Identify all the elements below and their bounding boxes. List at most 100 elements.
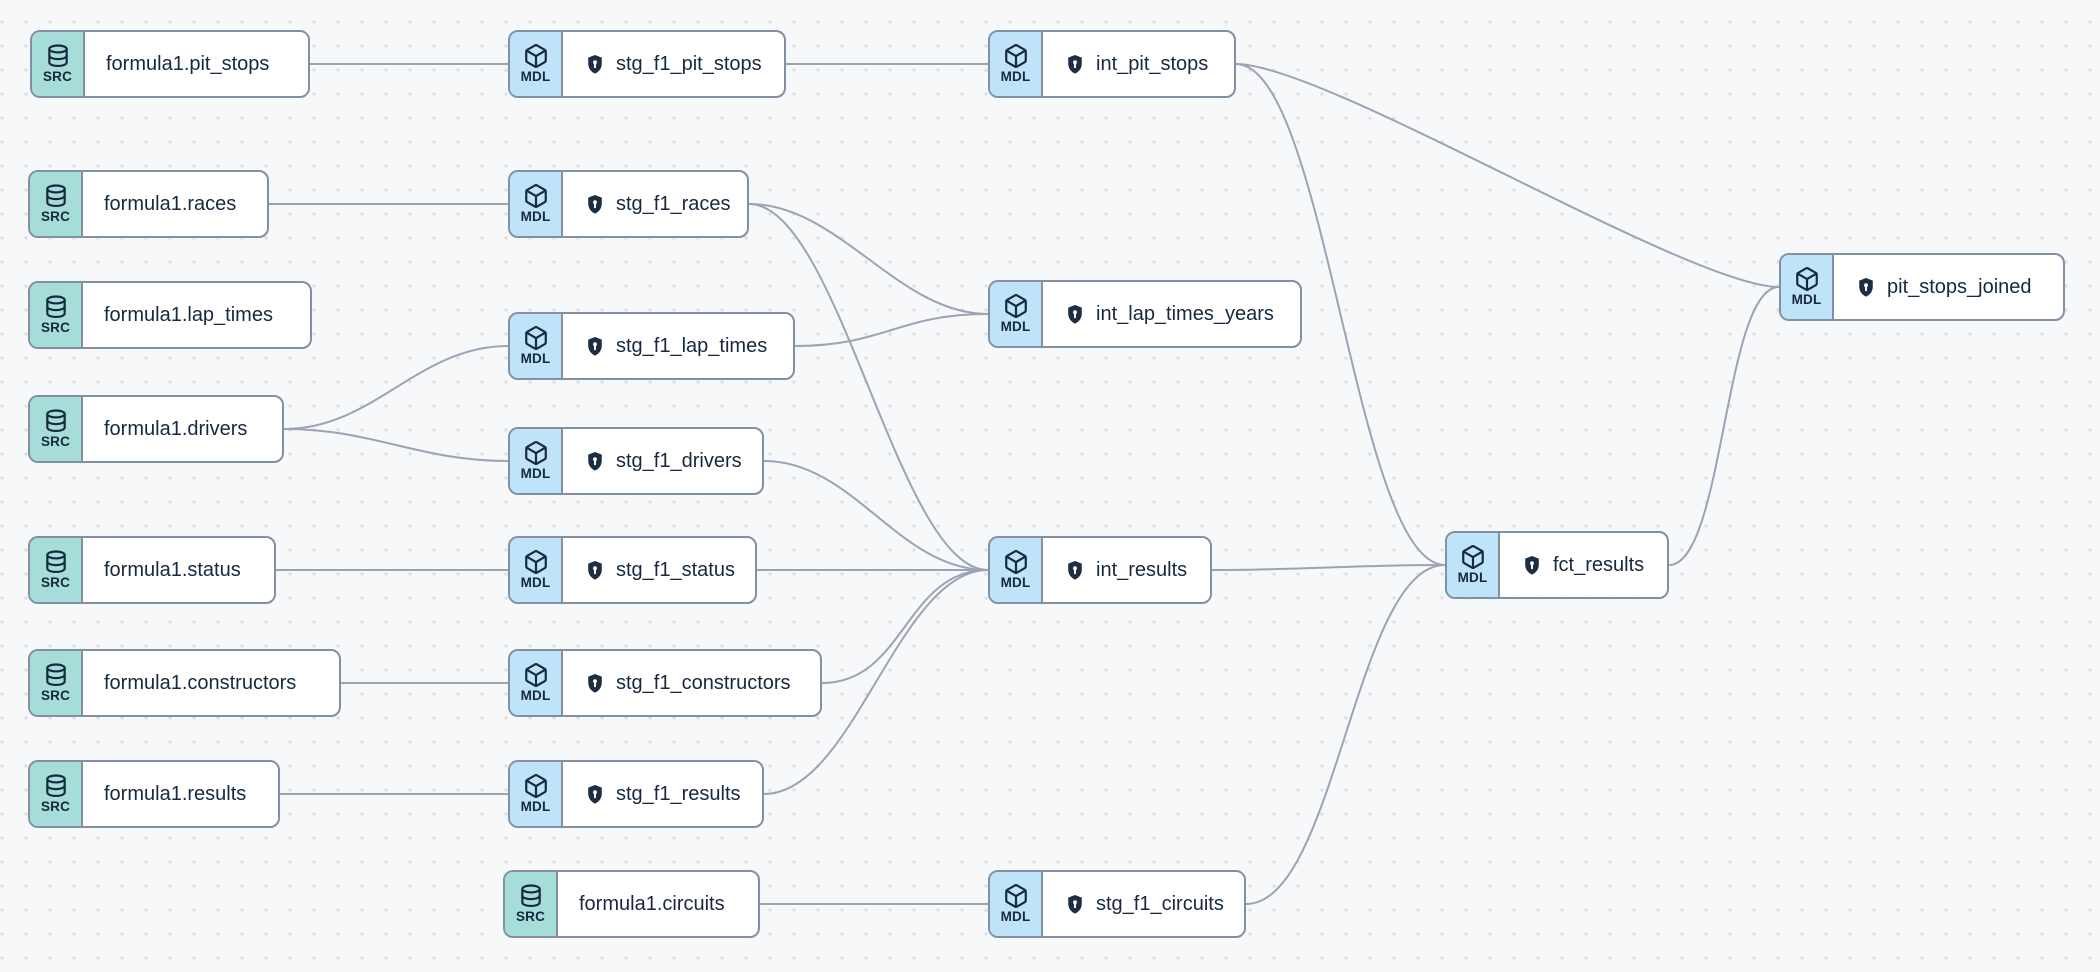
shield-icon xyxy=(1525,555,1539,575)
node-type-badge: SRC xyxy=(40,320,71,336)
database-icon xyxy=(45,550,66,574)
node-label: stg_f1_drivers xyxy=(616,449,742,472)
node-type-badge: MDL xyxy=(1000,909,1031,925)
node-type-cell: SRC xyxy=(30,397,83,461)
node-stg_circuits[interactable]: MDL stg_f1_circuits xyxy=(988,870,1246,938)
node-label: stg_f1_results xyxy=(616,782,741,805)
shield-icon xyxy=(588,673,602,693)
node-pit_stops_joined[interactable]: MDL pit_stops_joined xyxy=(1779,253,2065,321)
node-stg_drivers[interactable]: MDL stg_f1_drivers xyxy=(508,427,764,495)
node-label-wrap: formula1.pit_stops xyxy=(85,32,290,96)
node-src_pit_stops[interactable]: SRC formula1.pit_stops xyxy=(30,30,310,98)
cube-icon xyxy=(1004,44,1027,69)
shield-icon xyxy=(1859,277,1873,297)
node-label: stg_f1_circuits xyxy=(1096,892,1224,915)
node-label-wrap: formula1.lap_times xyxy=(83,283,294,347)
node-type-cell: SRC xyxy=(32,32,85,96)
shield-icon xyxy=(1068,560,1082,580)
cube-icon xyxy=(524,441,547,466)
node-label-wrap: formula1.circuits xyxy=(558,872,746,936)
edge-stg_constructors-int_results xyxy=(821,569,989,684)
cube-icon xyxy=(524,44,547,69)
edge-src_drivers-stg_lap_times xyxy=(283,345,509,430)
node-type-cell: MDL xyxy=(510,314,563,378)
node-type-badge: SRC xyxy=(40,209,71,225)
edge-fct_results-pit_stops_joined xyxy=(1668,286,1780,566)
node-label: int_lap_times_years xyxy=(1096,302,1274,325)
node-label: stg_f1_constructors xyxy=(616,671,791,694)
node-type-cell: SRC xyxy=(30,538,83,602)
database-icon xyxy=(45,663,66,687)
node-label-wrap: stg_f1_drivers xyxy=(563,429,763,493)
node-type-badge: MDL xyxy=(1791,292,1822,308)
node-type-badge: MDL xyxy=(520,466,551,482)
node-label-wrap: int_results xyxy=(1043,538,1208,602)
node-type-badge: MDL xyxy=(1000,69,1031,85)
node-type-cell: SRC xyxy=(30,172,83,236)
node-label-wrap: stg_f1_races xyxy=(563,172,752,236)
node-type-cell: MDL xyxy=(990,538,1043,602)
node-type-cell: MDL xyxy=(510,651,563,715)
node-label-wrap: int_pit_stops xyxy=(1043,32,1229,96)
node-type-badge: MDL xyxy=(520,69,551,85)
node-stg_results[interactable]: MDL stg_f1_results xyxy=(508,760,764,828)
edge-stg_circuits-fct_results xyxy=(1245,564,1446,905)
node-type-cell: SRC xyxy=(30,762,83,826)
database-icon xyxy=(45,184,66,208)
node-type-badge: MDL xyxy=(520,209,551,225)
node-type-cell: MDL xyxy=(990,872,1043,936)
shield-icon xyxy=(588,784,602,804)
edge-int_pit_stops-pit_stops_joined xyxy=(1235,63,1780,288)
cube-icon xyxy=(1795,267,1818,292)
node-type-cell: MDL xyxy=(510,538,563,602)
node-label-wrap: int_lap_times_years xyxy=(1043,282,1295,346)
node-label: formula1.races xyxy=(104,192,237,215)
node-label: formula1.status xyxy=(104,558,241,581)
node-src_status[interactable]: SRC formula1.status xyxy=(28,536,276,604)
node-type-cell: SRC xyxy=(30,651,83,715)
node-src_lap_times[interactable]: SRC formula1.lap_times xyxy=(28,281,312,349)
edge-stg_results-int_results xyxy=(763,569,989,795)
node-label-wrap: stg_f1_constructors xyxy=(563,651,812,715)
node-type-badge: MDL xyxy=(520,688,551,704)
node-src_races[interactable]: SRC formula1.races xyxy=(28,170,269,238)
node-label-wrap: stg_f1_circuits xyxy=(1043,872,1245,936)
node-label: stg_f1_races xyxy=(616,192,731,215)
cube-icon xyxy=(1004,294,1027,319)
node-type-badge: SRC xyxy=(42,69,73,85)
node-stg_races[interactable]: MDL stg_f1_races xyxy=(508,170,749,238)
node-stg_lap_times[interactable]: MDL stg_f1_lap_times xyxy=(508,312,795,380)
edge-stg_lap_times-int_lap_times_years xyxy=(794,313,989,347)
node-label-wrap: pit_stops_joined xyxy=(1834,255,2053,319)
node-label-wrap: stg_f1_status xyxy=(563,538,756,602)
edge-stg_races-int_results xyxy=(748,203,989,571)
node-int_pit_stops[interactable]: MDL int_pit_stops xyxy=(988,30,1236,98)
node-label: formula1.pit_stops xyxy=(106,52,270,75)
node-label-wrap: stg_f1_lap_times xyxy=(563,314,788,378)
node-type-cell: MDL xyxy=(1447,533,1500,597)
node-label-wrap: fct_results xyxy=(1500,533,1665,597)
shield-icon xyxy=(588,336,602,356)
node-type-badge: SRC xyxy=(40,575,71,591)
node-label-wrap: formula1.status xyxy=(83,538,262,602)
node-type-cell: MDL xyxy=(510,762,563,826)
edge-stg_races-int_lap_times_years xyxy=(748,203,989,315)
shield-icon xyxy=(1068,304,1082,324)
shield-icon xyxy=(588,560,602,580)
node-type-cell: SRC xyxy=(30,283,83,347)
database-icon xyxy=(45,295,66,319)
node-stg_constructors[interactable]: MDL stg_f1_constructors xyxy=(508,649,822,717)
node-type-badge: MDL xyxy=(520,351,551,367)
edge-int_results-fct_results xyxy=(1211,564,1446,571)
